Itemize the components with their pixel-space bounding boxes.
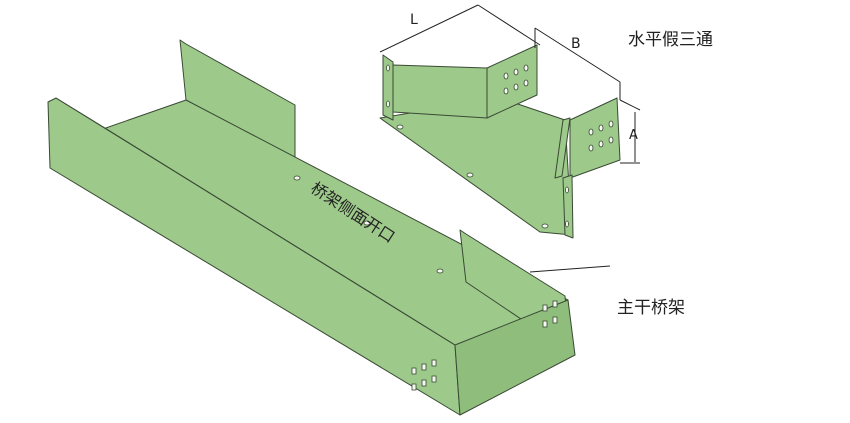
dimension-a-label: A [629,128,638,143]
end-face-holes [411,300,558,391]
tee-title: 水平假三通 [628,30,713,50]
tee-side-strip [554,117,571,179]
main-tray-label: 主干桥架 [617,298,685,318]
tee-left-panel [382,54,394,121]
tee-end-panel [486,44,538,119]
tee-back-panel [392,64,488,119]
main-tray-back-wall [179,39,296,163]
dimension-b-label: B [571,36,581,52]
tee-holes [386,64,614,229]
horizontal-tee [379,44,621,239]
dimension-lines [379,4,641,273]
tee-right-panel [569,97,621,179]
tee-floor [379,97,573,236]
main-tray-end-face [454,299,576,416]
tee-right-flange [562,174,574,239]
dimension-l-label: L [410,12,418,28]
main-tray [47,39,576,416]
